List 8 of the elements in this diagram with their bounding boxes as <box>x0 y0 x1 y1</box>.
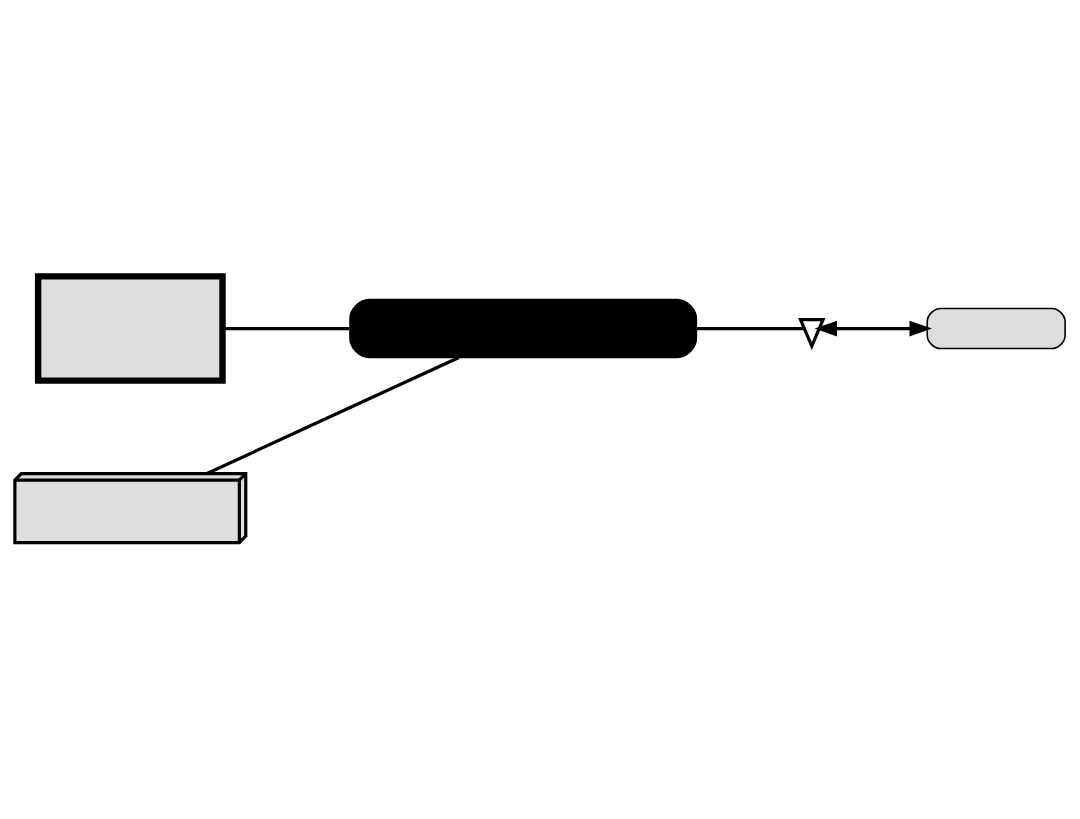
connector <box>206 355 460 475</box>
arrow <box>814 320 932 337</box>
node-capsule <box>926 307 1066 350</box>
node-bar <box>349 298 698 359</box>
connector <box>222 326 350 331</box>
node-antenna <box>798 318 826 351</box>
node-box <box>34 273 226 384</box>
connector <box>696 326 804 331</box>
